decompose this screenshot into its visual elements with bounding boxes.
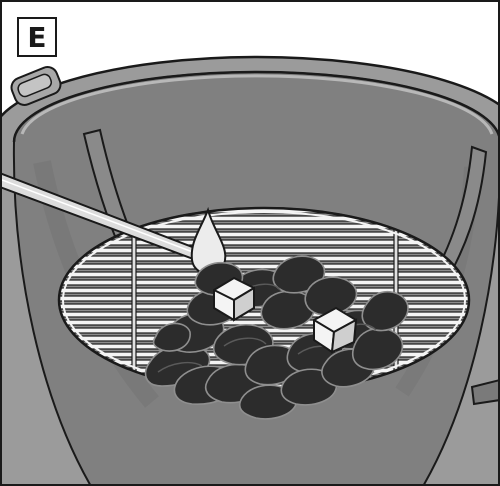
step-label: E [17, 17, 57, 57]
